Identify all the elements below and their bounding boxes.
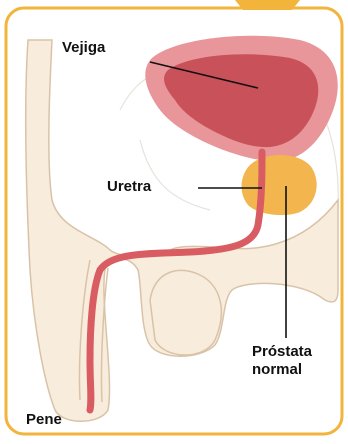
prostate — [242, 155, 317, 215]
urethra-label: Uretra — [107, 178, 151, 196]
penis-label: Pene — [26, 411, 62, 429]
prostate-label-line2: normal — [252, 361, 312, 379]
bladder-inner — [164, 54, 318, 147]
prostate-label-line1: Próstata — [252, 343, 312, 361]
prostate-label: Próstata normal — [252, 343, 312, 379]
bladder-label: Vejiga — [62, 39, 105, 57]
